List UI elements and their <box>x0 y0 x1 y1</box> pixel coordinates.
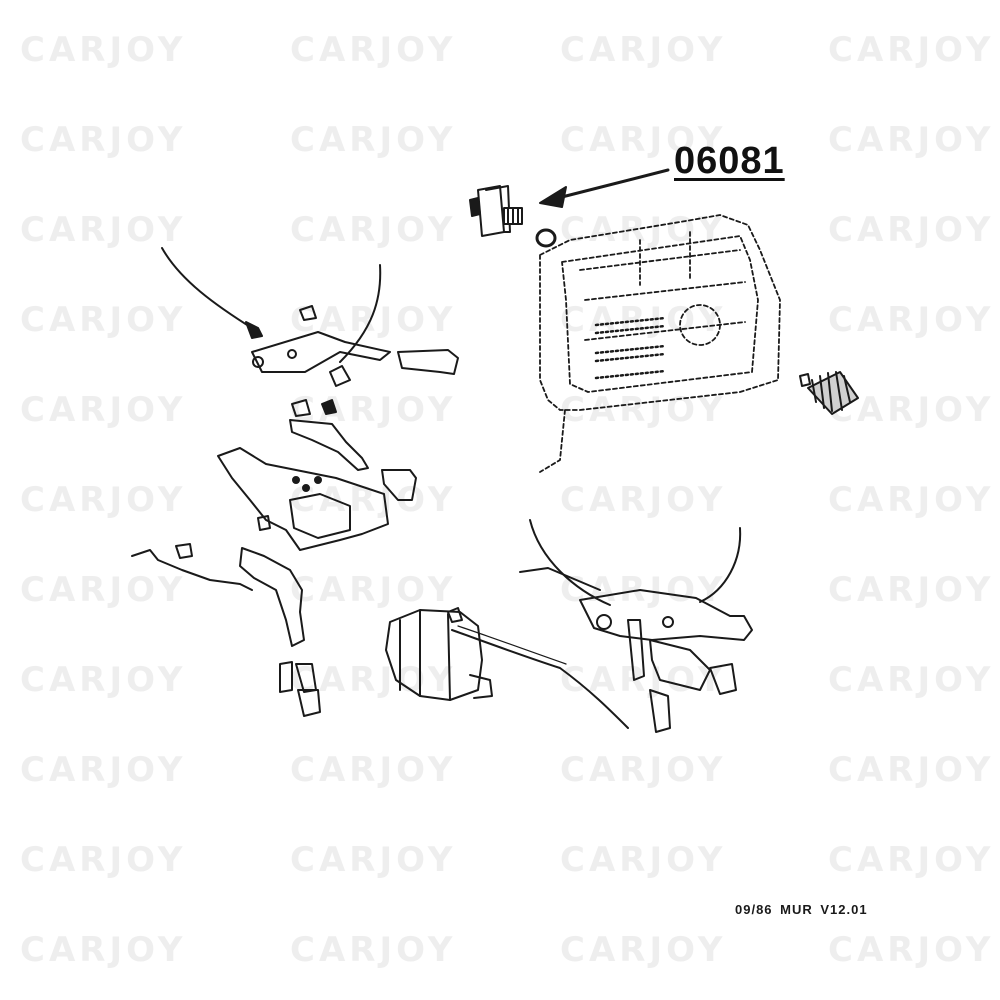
watermark-text: CARJOY <box>290 930 457 970</box>
panel-vent-marks <box>594 316 667 380</box>
watermark-text: CARJOY <box>560 930 727 970</box>
watermark-text: CARJOY <box>20 840 187 880</box>
watermark-text: CARJOY <box>290 210 457 250</box>
control-knob <box>799 371 859 415</box>
watermark-text: CARJOY <box>20 570 187 610</box>
watermark-text: CARJOY <box>290 840 457 880</box>
watermark-text: CARJOY <box>290 480 457 520</box>
watermark-text: CARJOY <box>828 750 995 790</box>
watermark-text: CARJOY <box>20 210 187 250</box>
control-bracket-assembly <box>217 419 417 551</box>
watermark-text: CARJOY <box>290 120 457 160</box>
watermark-text: CARJOY <box>290 30 457 70</box>
drawing-reference-code: 09/86 MUR V12.01 <box>735 902 868 917</box>
dashboard-panel-outline <box>539 214 781 473</box>
watermark-text: CARJOY <box>20 660 187 700</box>
upper-left-cable-assembly <box>161 247 459 417</box>
watermark-text: CARJOY <box>828 660 995 700</box>
watermark-text: CARJOY <box>290 750 457 790</box>
watermark-text: CARJOY <box>560 120 727 160</box>
lower-left-lever-assembly <box>131 543 321 717</box>
watermark-text: CARJOY <box>828 480 995 520</box>
watermark-text: CARJOY <box>828 570 995 610</box>
watermark-text: CARJOY <box>20 30 187 70</box>
watermark-text: CARJOY <box>290 660 457 700</box>
watermark-text: CARJOY <box>560 480 727 520</box>
watermark-text: CARJOY <box>560 30 727 70</box>
watermark-text: CARJOY <box>20 930 187 970</box>
watermark-text: CARJOY <box>20 390 187 430</box>
watermark-text: CARJOY <box>560 660 727 700</box>
watermark-text: CARJOY <box>560 750 727 790</box>
watermark-text: CARJOY <box>290 570 457 610</box>
watermark-text: CARJOY <box>828 840 995 880</box>
watermark-text: CARJOY <box>20 120 187 160</box>
watermark-text: CARJOY <box>20 300 187 340</box>
watermark-text: CARJOY <box>828 120 995 160</box>
watermark-text: CARJOY <box>828 30 995 70</box>
watermark-text: CARJOY <box>20 480 187 520</box>
watermark-text: CARJOY <box>828 930 995 970</box>
heater-valve-part <box>385 607 629 729</box>
part-number-callout: 06081 <box>674 140 785 182</box>
watermark-text: CARJOY <box>560 840 727 880</box>
watermark-text: CARJOY <box>20 750 187 790</box>
callout-arrow <box>539 168 670 208</box>
watermark-text: CARJOY <box>828 210 995 250</box>
rotary-switch-part <box>469 185 557 248</box>
watermark-text: CARJOY <box>828 300 995 340</box>
right-lever-assembly <box>519 519 753 733</box>
